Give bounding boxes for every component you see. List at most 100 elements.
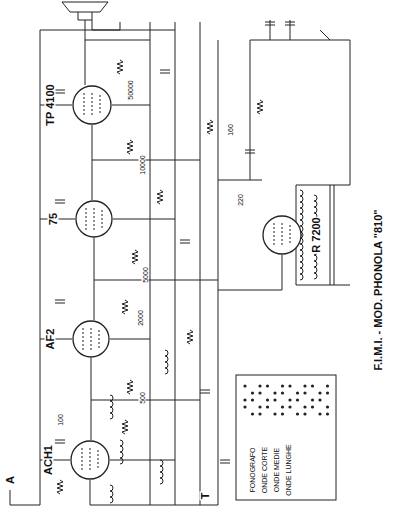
switch-contact-dot: [296, 398, 299, 401]
switch-contact-dot: [258, 384, 261, 387]
converter-wiring: [40, 460, 218, 505]
terminal-label: A: [5, 475, 16, 485]
switch-contact-dot: [266, 384, 269, 387]
resistor-symbol: [257, 100, 263, 114]
switch-contact-dot: [296, 412, 299, 415]
tube-label: R 7200: [311, 216, 322, 253]
capacitor-symbol: [265, 22, 275, 25]
switch-contact-dot: [318, 398, 321, 401]
switch-contact-dot: [273, 412, 276, 415]
capacitor-symbol: [55, 90, 65, 93]
speaker-symbol: [62, 2, 108, 12]
switch-contact-dot: [258, 412, 261, 415]
component-value: 100: [57, 413, 64, 427]
tube-envelope: [75, 200, 113, 238]
switch-contact-dot: [281, 384, 284, 387]
switch-contact-dot: [258, 391, 261, 394]
switch-contact-dot: [303, 412, 306, 415]
resistor-symbol: [122, 300, 128, 314]
capacitor-symbol: [285, 22, 295, 25]
component-value: 160: [227, 123, 234, 137]
capacitor-symbol: [160, 70, 170, 73]
tube-outline: [71, 441, 109, 479]
tube-envelope: [72, 85, 112, 125]
resistor-symbol: [57, 480, 63, 494]
speaker-magnet: [78, 12, 92, 20]
resistor-symbol: [207, 120, 213, 134]
switch-position-label: ONDE LUNGHE: [285, 443, 292, 496]
switch-contact-dot: [288, 405, 291, 408]
switch-contact-dot: [326, 405, 329, 408]
capacitor-symbol: [200, 390, 210, 393]
tube-label: AF2: [45, 328, 56, 351]
tube-envelope: [70, 440, 110, 480]
tube-outline: [76, 201, 112, 237]
capacitor-symbol: [55, 440, 65, 443]
terminal-label: T: [200, 492, 211, 501]
switch-contact-dot: [281, 391, 284, 394]
tube-electrodes: [82, 448, 98, 472]
tube-label: ACH1: [43, 444, 54, 476]
resistor-symbol: [187, 330, 193, 344]
tube-electrodes: [86, 208, 102, 230]
resistor-symbol: [122, 420, 128, 434]
switch-contact-dot: [311, 405, 314, 408]
switch-position-label: ONDE CORTE: [261, 446, 268, 495]
tube-label: 75: [48, 212, 59, 226]
if-amp-wiring: [40, 339, 200, 440]
switch-contact-dot: [318, 391, 321, 394]
component-value: 10000: [139, 154, 146, 175]
coil-symbol: [110, 485, 113, 503]
switch-contact-dot: [273, 398, 276, 401]
mains-switch-wiring: [296, 30, 350, 285]
switch-contact-dot: [311, 384, 314, 387]
tube-electrodes: [83, 328, 99, 350]
switch-contact-dot: [326, 391, 329, 394]
switch-contact-dot: [243, 398, 246, 401]
tube-outline: [263, 216, 301, 254]
vacuum-tube: TP 4100: [72, 85, 112, 125]
switch-contact-dot: [288, 384, 291, 387]
capacitor-symbol: [245, 150, 255, 153]
capacitor-symbol: [180, 240, 190, 243]
component-value: 50000: [127, 79, 134, 100]
switch-contact-dot: [296, 391, 299, 394]
rectifier-wiring: [218, 180, 302, 290]
switch-contact-dot: [258, 405, 261, 408]
vacuum-tube: AF2: [72, 320, 110, 358]
switch-position-label: ONDE MEDIE: [273, 447, 280, 493]
switch-contact-dot: [243, 384, 246, 387]
output-transformer-lead: [40, 22, 120, 30]
coil-symbol: [110, 395, 113, 419]
switch-contact-dot: [266, 405, 269, 408]
supply-rails: [40, 22, 218, 505]
switch-contact-dot: [251, 398, 254, 401]
diagram-title: F.I.M.I. - MOD. PHONOLA "810": [373, 209, 384, 372]
switch-table-frame: [236, 375, 336, 500]
component-value: 2000: [137, 309, 144, 327]
resistor-symbol: [127, 380, 133, 394]
switch-contact-dot: [281, 412, 284, 415]
switch-contact-dot: [326, 384, 329, 387]
switch-position-label: FONOGRAFO: [249, 446, 256, 493]
capacitor-symbol: [55, 300, 65, 303]
tube-envelope: [262, 215, 302, 255]
coil-symbol: [160, 460, 163, 484]
voltage-label: 220: [237, 193, 244, 207]
triode-wiring: [40, 219, 218, 320]
switch-contact-dot: [326, 412, 329, 415]
switch-contact-dot: [251, 391, 254, 394]
coil-symbol: [120, 440, 123, 464]
resistor-symbol: [117, 60, 123, 74]
vacuum-tube: R 7200: [262, 215, 302, 255]
switch-contact-dot: [311, 398, 314, 401]
component-value: 5000: [142, 266, 149, 284]
switch-contact-dot: [266, 398, 269, 401]
coil-symbol: [165, 350, 168, 374]
filter-wiring: [250, 20, 330, 180]
tube-envelope: [72, 320, 110, 358]
capacitor-symbol: [55, 200, 65, 203]
switch-contact-dot: [243, 405, 246, 408]
